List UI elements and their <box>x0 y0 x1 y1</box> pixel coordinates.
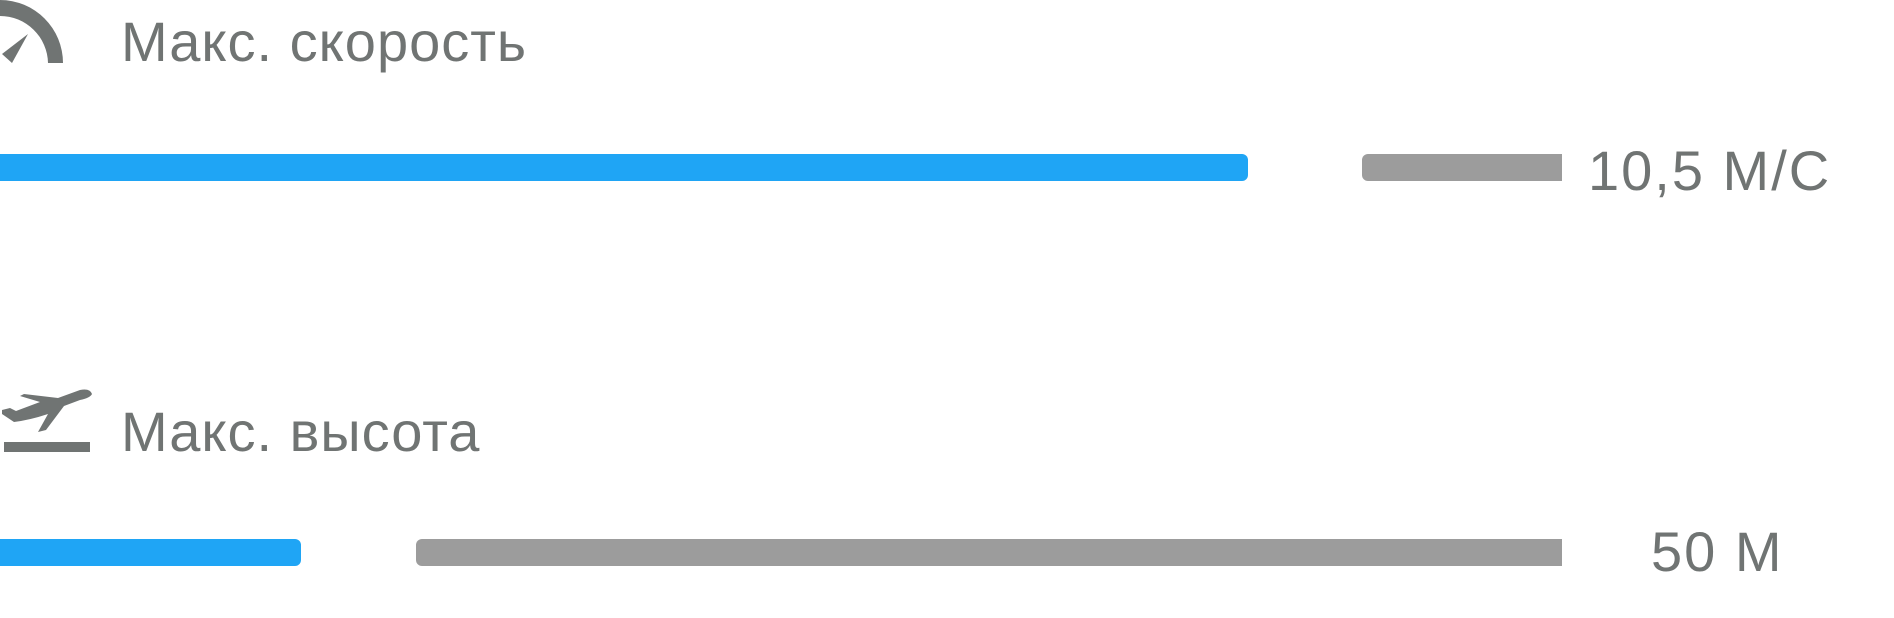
slider-track <box>416 539 1562 566</box>
max-speed-value: 10,5 М/С <box>1588 139 1832 202</box>
slider-thumb[interactable] <box>301 539 415 566</box>
slider-fill <box>0 154 1248 181</box>
slider-track <box>1362 154 1562 181</box>
max-speed-label: Макс. скорость <box>121 10 528 73</box>
slider-fill <box>0 539 301 566</box>
airplane-takeoff-icon <box>2 389 92 452</box>
speedometer-icon <box>0 0 63 63</box>
max-altitude-value: 50 М <box>1651 520 1784 583</box>
max-altitude-label: Макс. высота <box>121 400 481 463</box>
slider-thumb[interactable] <box>1248 154 1362 181</box>
